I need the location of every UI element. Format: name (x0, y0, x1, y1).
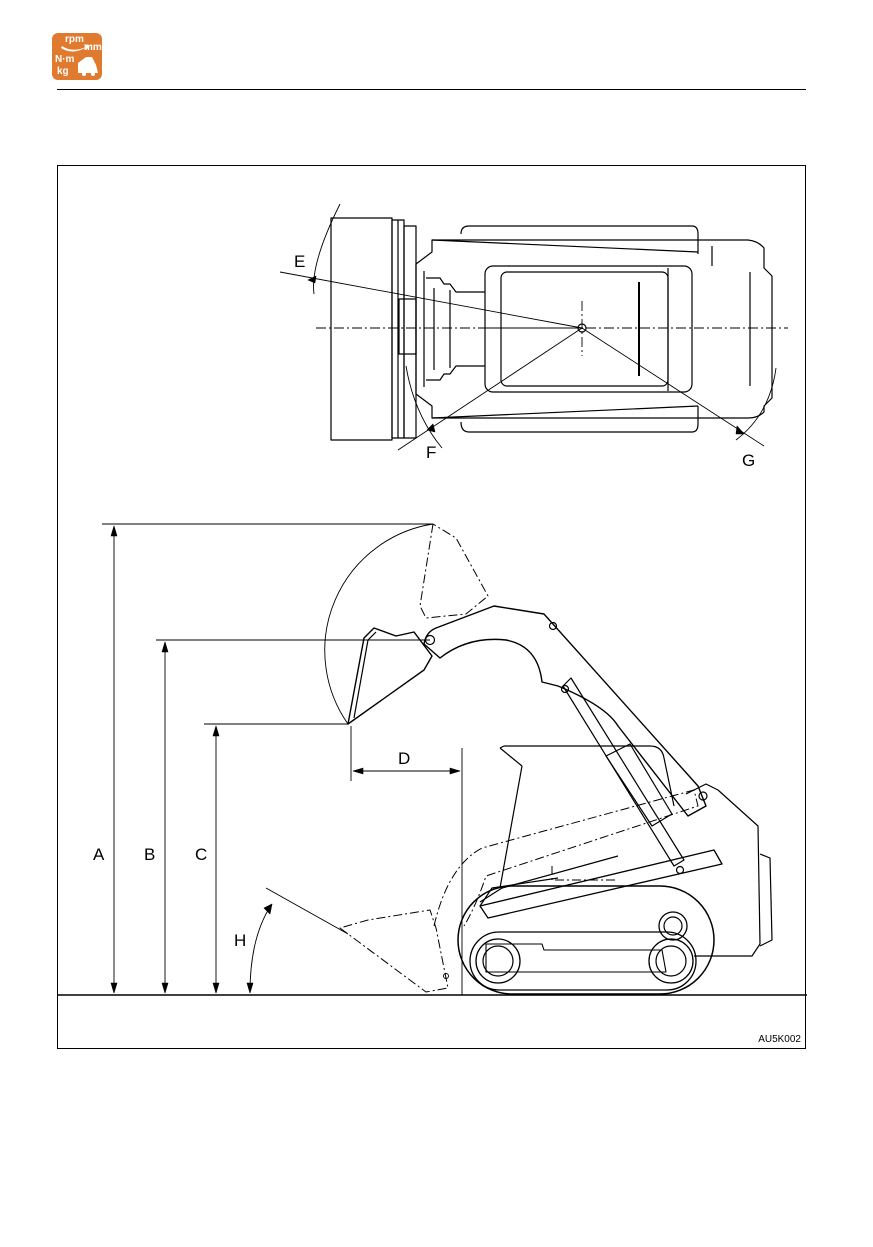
logo-nm: N·m (55, 55, 74, 65)
side-view: A B C D H (58, 524, 807, 995)
dimension-diagram: E F G A B C (57, 165, 806, 1049)
label-f: F (426, 443, 436, 462)
label-d: D (398, 749, 410, 768)
label-h: H (234, 931, 246, 950)
logo-mm: mm (84, 43, 102, 53)
spec-logo: rpm mm N·m kg (52, 33, 102, 80)
top-view: E F G (280, 204, 788, 470)
label-e: E (294, 252, 305, 271)
label-a: A (93, 845, 105, 864)
label-g: G (742, 451, 755, 470)
logo-kg: kg (57, 67, 69, 77)
header-rule (57, 89, 806, 90)
figure-code: AU5K002 (758, 1034, 801, 1045)
label-b: B (144, 845, 155, 864)
label-c: C (195, 845, 207, 864)
logo-rpm: rpm (65, 35, 84, 45)
skid-steer-drawing: E F G A B C (58, 166, 807, 1050)
